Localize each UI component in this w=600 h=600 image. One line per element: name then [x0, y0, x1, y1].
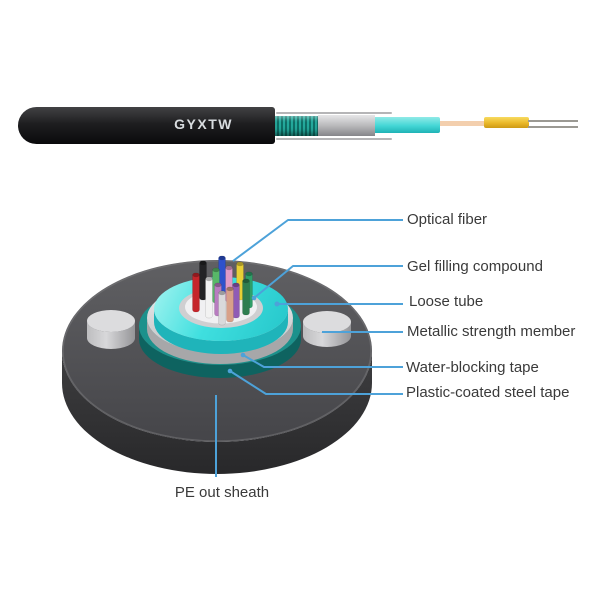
fiber-rod-cap: [212, 267, 220, 273]
bare-fiber-bottom: [528, 126, 578, 128]
fiber-rod-cap: [214, 282, 222, 288]
fiber-rod-cap: [192, 272, 200, 278]
water-blocking-tape-section: [318, 115, 375, 136]
label-water-blocking-tape: Water-blocking tape: [406, 359, 539, 376]
optical-fiber-rod-red: [192, 272, 200, 313]
fiber-rod-cap: [245, 271, 253, 277]
gel-strand: [440, 121, 485, 126]
optical-fiber-rod-white: [205, 276, 213, 319]
optical-fiber-rod-rose: [226, 286, 234, 323]
strength-wire-bottom: [276, 138, 392, 140]
label-gel-filling-compound: Gel filling compound: [407, 258, 543, 275]
leader-dots: [227, 295, 280, 374]
bare-fiber-top: [528, 120, 578, 122]
label-plastic-coated-steel-tape: Plastic-coated steel tape: [406, 384, 570, 401]
label-pe-out-sheath: PE out sheath: [174, 484, 270, 501]
cable-print-label: GYXTW: [174, 115, 233, 132]
leader-lines: [215, 219, 403, 477]
corrugated-steel-tape-section: [275, 116, 318, 136]
fiber-rod-cap: [236, 261, 244, 267]
pe-sheath-disk-side: [62, 351, 372, 474]
fiber-rods: [192, 255, 253, 326]
leader-plastic-coated-steel-tape: [229, 370, 403, 395]
label-optical-fiber: Optical fiber: [407, 211, 488, 228]
fiber-rod-cap: [218, 290, 226, 296]
metallic-strength-member-left: [87, 310, 135, 349]
strength-wire-top: [276, 112, 392, 114]
metallic-strength-member-right: [303, 311, 351, 347]
fiber-rod-cap: [218, 255, 226, 261]
fiber-coating-section: [484, 117, 529, 128]
fiber-rod-cap: [232, 282, 240, 288]
fiber-rod-cap: [199, 260, 207, 266]
leader-gel-filling-compound: [253, 265, 403, 299]
fiber-rod-cap: [242, 278, 250, 284]
label-metallic-strength-member: Metallic strength member: [407, 323, 576, 340]
label-loose-tube: Loose tube: [409, 293, 484, 310]
cable-pe-sheath: GYXTW: [18, 107, 275, 144]
fiber-rod-cap: [225, 265, 233, 271]
loose-tube-section: [375, 117, 440, 133]
fiber-rod-cap: [226, 286, 234, 292]
optical-fiber-rod-slate: [218, 290, 226, 326]
optical-fiber-rod-dark-green: [242, 278, 250, 316]
leader-optical-fiber: [232, 219, 403, 262]
leader-water-blocking-tape: [242, 354, 403, 368]
fiber-rod-cap: [205, 276, 213, 282]
